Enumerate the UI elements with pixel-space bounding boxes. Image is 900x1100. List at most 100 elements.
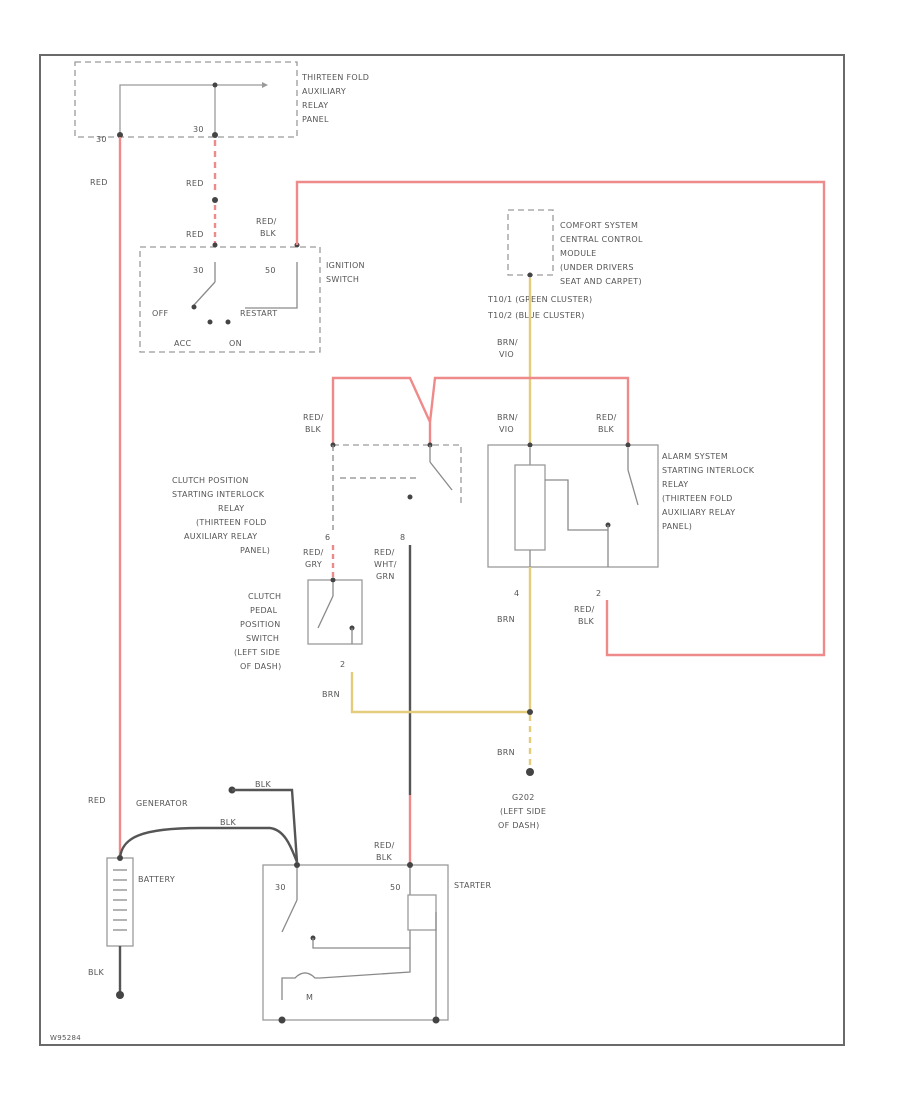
comfort-label-3: MODULE	[560, 249, 597, 258]
clutch-switch-label-1: CLUTCH	[248, 592, 281, 601]
battery-label: BATTERY	[138, 875, 175, 884]
clutch-relay-label-5: AUXILIARY RELAY	[184, 532, 257, 541]
wire-label-brn-2: BRN	[497, 615, 515, 624]
alarm-relay-blade	[627, 469, 639, 506]
starter-pin-50-dot	[407, 862, 413, 868]
clutch-switch-label-4: SWITCH	[246, 634, 279, 643]
starter-pin-30-dot	[294, 862, 300, 868]
starter-ground-left	[278, 1016, 286, 1024]
relay-panel-pin-left: 30	[96, 135, 107, 144]
alarm-relay-label-6: PANEL)	[662, 522, 692, 531]
starter-label: STARTER	[454, 881, 492, 890]
clutch-switch-label-2: PEDAL	[250, 606, 278, 615]
clutch-relay-label-6: PANEL)	[240, 546, 270, 555]
ignition-pin-50: 50	[265, 266, 276, 275]
alarm-relay-label-5: AUXILIARY RELAY	[662, 508, 735, 517]
ground-label-2: (LEFT SIDE	[500, 807, 546, 816]
relay-panel-pin-left-dot	[117, 132, 123, 138]
alarm-relay-box	[487, 444, 659, 568]
clutch-relay-outline	[333, 444, 462, 505]
alarm-relay-label-2: STARTING INTERLOCK	[662, 466, 755, 475]
clutch-switch-label-3: POSITION	[240, 620, 281, 629]
wire-label-red-blk-2b: BLK	[598, 425, 615, 434]
comfort-t10-1: T10/1 (GREEN CLUSTER)	[487, 295, 592, 304]
wire-label-brn-vio-2a: BRN/	[497, 413, 518, 422]
wire-label-blk-gen: BLK	[220, 818, 237, 827]
wire-label-brn-vio-1: BRN/	[497, 338, 518, 347]
clutch-switch-label-5: (LEFT SIDE	[234, 648, 280, 657]
ignition-switch-box	[139, 246, 321, 353]
wire-label-blk-bat: BLK	[88, 968, 105, 977]
wire-label-brn-3: BRN	[497, 748, 515, 757]
ignition-label-2: SWITCH	[326, 275, 359, 284]
clutch-relay-label-1: CLUTCH POSITION	[172, 476, 249, 485]
alarm-relay-pin-4: 4	[514, 589, 519, 598]
comfort-label-5: SEAT AND CARPET)	[560, 277, 642, 286]
ignition-contact-acc	[207, 319, 213, 325]
wire-label-brn-1: BRN	[322, 690, 340, 699]
red-link-left	[331, 376, 432, 445]
starter-internal-link	[312, 930, 411, 949]
brn-wire-clutch	[350, 672, 530, 714]
relay-panel-label-2: AUXILIARY	[302, 87, 346, 96]
comfort-label-2: CENTRAL CONTROL	[560, 235, 643, 244]
red-blk-start-wire	[295, 180, 826, 657]
wire-label-blk-top: BLK	[255, 780, 272, 789]
ignition-contact-on	[225, 319, 231, 325]
diagram-frame	[39, 54, 845, 1046]
ignition-pin-30: 30	[193, 266, 204, 275]
wire-label-red-blk-3b: BLK	[578, 617, 595, 626]
starter-motor-circuit	[281, 948, 411, 1000]
comfort-module-box	[507, 209, 554, 276]
alarm-relay-coil	[514, 464, 546, 551]
relay-panel-label-3: RELAY	[302, 101, 329, 110]
relay-panel-pin-right: 30	[193, 125, 204, 134]
wire-label-red-blk-1a: RED/	[303, 413, 324, 422]
battery-positive-dot	[117, 855, 123, 861]
wire-label-red-blk-ign-1: RED/	[256, 217, 277, 226]
wire-label-rwg-3: GRN	[376, 572, 395, 581]
battery-ground-dot	[116, 991, 124, 999]
ignition-off-label: OFF	[152, 309, 168, 318]
clutch-relay-pin-6: 6	[325, 533, 330, 542]
starter-ground-right	[432, 1016, 440, 1024]
red-link-right	[428, 376, 630, 445]
clutch-relay-label-2: STARTING INTERLOCK	[172, 490, 265, 499]
relay-panel-label-1: THIRTEEN FOLD	[301, 73, 369, 82]
ignition-pin-30-dot	[212, 242, 218, 248]
relay-panel-pin-right-dot	[212, 132, 218, 138]
clutch-pedal-top-dot	[330, 577, 336, 583]
clutch-pedal-pin-2: 2	[340, 660, 345, 669]
comfort-module-pin-dot	[527, 272, 533, 278]
ignition-restart-label: RESTART	[240, 309, 277, 318]
wire-label-red-blk-1b: BLK	[305, 425, 322, 434]
clutch-relay-blade	[429, 461, 453, 491]
wire-label-rwg-2: WHT/	[374, 560, 397, 569]
generator-blk-wire	[232, 788, 299, 863]
alarm-relay-pin-left	[527, 442, 533, 448]
wire-label-red-blk-st-2: BLK	[376, 853, 393, 862]
ignition-on-label: ON	[229, 339, 242, 348]
alarm-relay-pin-2: 2	[596, 589, 601, 598]
wire-label-red-blk-2a: RED/	[596, 413, 617, 422]
clutch-relay-contact	[407, 494, 413, 500]
clutch-pedal-switch-box	[307, 579, 363, 645]
battery-cells	[113, 869, 127, 931]
starter-motor-label: M	[306, 993, 313, 1002]
clutch-relay-label-4: (THIRTEEN FOLD	[196, 518, 267, 527]
starter-box	[262, 864, 449, 1021]
wire-label-red-blk-3a: RED/	[574, 605, 595, 614]
ignition-start-line	[245, 262, 298, 309]
diagram-code: W95284	[50, 1034, 81, 1042]
relay-panel-junction	[212, 82, 218, 88]
alarm-relay-label-4: (THIRTEEN FOLD	[662, 494, 733, 503]
wire-label-red-2: RED	[186, 179, 204, 188]
comfort-label-4: (UNDER DRIVERS	[560, 263, 634, 272]
wire-label-brn-vio-2: VIO	[499, 350, 514, 359]
wire-label-red-gry-2: GRY	[305, 560, 322, 569]
wire-label-red-gen: RED	[88, 796, 106, 805]
alarm-relay-pin-right	[625, 442, 631, 448]
starter-switch-blade	[281, 899, 298, 933]
battery-body	[106, 857, 134, 947]
clutch-relay-pin-8: 8	[400, 533, 405, 542]
